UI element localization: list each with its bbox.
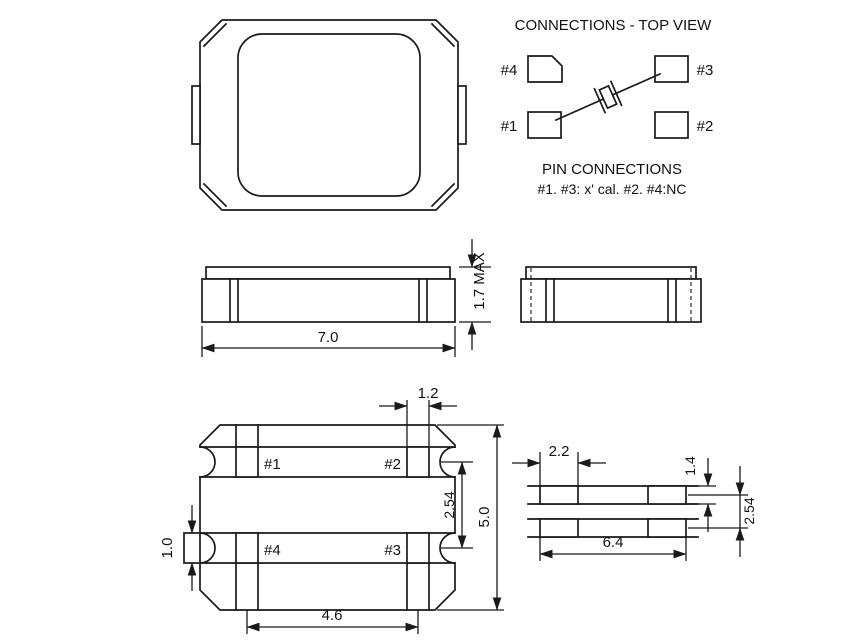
body-width-value: 7.0 bbox=[318, 329, 339, 346]
corner-pad-value: 1.0 bbox=[159, 538, 176, 559]
pad-1 bbox=[527, 111, 562, 139]
land-span-value: 6.4 bbox=[603, 534, 624, 551]
dim-pad-span: 4.6 bbox=[246, 607, 419, 634]
pad-span-value: 4.6 bbox=[322, 607, 343, 624]
body-length-value: 5.0 bbox=[476, 507, 493, 528]
pad-1-label: #1 bbox=[501, 118, 518, 135]
land-pad-1 bbox=[539, 485, 579, 505]
land-pad-3 bbox=[647, 518, 687, 538]
pad-width-value: 1.2 bbox=[418, 385, 439, 402]
connections-top-view: CONNECTIONS - TOP VIEW #4 #3 #1 #2 PIN C… bbox=[501, 17, 714, 197]
side-castellation-pad bbox=[183, 532, 201, 564]
pad-3 bbox=[654, 55, 689, 83]
dim-pad-width: 1.2 bbox=[379, 385, 457, 447]
land-pad-height-value: 1.4 bbox=[682, 456, 698, 476]
corner-chamfer-line bbox=[202, 22, 228, 48]
right-side-tab bbox=[457, 85, 467, 145]
dim-land-pad-height: 1.4 bbox=[682, 456, 716, 532]
dim-land-span: 6.4 bbox=[539, 534, 687, 561]
corner-chamfer-line bbox=[202, 182, 228, 208]
land-pad-2 bbox=[647, 485, 687, 505]
bottom-pad-4 bbox=[235, 532, 259, 564]
bottom-pad-1-label: #1 bbox=[264, 456, 281, 473]
pin-connections-title: PIN CONNECTIONS bbox=[542, 161, 682, 178]
body-max-height-value: 1.7 MAX bbox=[471, 252, 488, 310]
land-pad-4 bbox=[539, 518, 579, 538]
dim-body-length: 5.0 bbox=[437, 424, 504, 611]
dim-body-width: 7.0 bbox=[201, 326, 456, 357]
side-view-lid bbox=[525, 266, 697, 280]
crystal-symbol-icon bbox=[593, 80, 623, 114]
crystal-plate-body bbox=[598, 84, 618, 110]
dim-land-pad-width: 2.2 bbox=[512, 443, 606, 486]
dim-land-row-pitch: 2.54 bbox=[688, 466, 757, 557]
connections-title: CONNECTIONS - TOP VIEW bbox=[515, 17, 713, 34]
pad-4-label: #4 bbox=[501, 62, 518, 79]
bottom-pad-4-label: #4 bbox=[264, 542, 281, 559]
pad-2-label: #2 bbox=[697, 118, 714, 135]
corner-chamfer-line bbox=[430, 182, 456, 208]
bottom-pad-2 bbox=[406, 446, 430, 478]
bottom-pad-3 bbox=[406, 532, 430, 564]
row-pitch-value: 2.54 bbox=[441, 491, 457, 518]
package-top-view bbox=[191, 19, 467, 211]
side-view-long bbox=[201, 266, 456, 323]
side-view-lid bbox=[205, 266, 451, 280]
pad-4 bbox=[527, 55, 563, 83]
bottom-pad-2-label: #2 bbox=[384, 456, 401, 473]
pin-connections-detail: #1. #3: x' cal. #2. #4:NC bbox=[538, 181, 687, 197]
land-row-pitch-value: 2.54 bbox=[741, 497, 757, 524]
pad-2 bbox=[654, 111, 689, 139]
left-side-tab bbox=[191, 85, 201, 145]
corner-chamfer-line bbox=[430, 22, 456, 48]
land-pattern bbox=[527, 485, 699, 538]
side-view-short bbox=[520, 266, 702, 323]
side-view-body bbox=[520, 278, 702, 323]
dim-row-pitch: 2.54 bbox=[441, 461, 473, 549]
bottom-pad-3-label: #3 bbox=[384, 542, 401, 559]
pad-3-label: #3 bbox=[697, 62, 714, 79]
side-view-body bbox=[201, 278, 456, 323]
package-lid bbox=[237, 33, 421, 197]
bottom-pad-1 bbox=[235, 446, 259, 478]
dim-body-max-height: 1.7 MAX bbox=[459, 239, 491, 350]
dim-corner-pad: 1.0 bbox=[159, 505, 197, 591]
crystal-electrode bbox=[609, 80, 623, 107]
crystal-electrode bbox=[593, 87, 607, 114]
land-pad-width-value: 2.2 bbox=[549, 443, 570, 460]
bottom-view: #1 #2 #4 #3 bbox=[183, 424, 456, 611]
